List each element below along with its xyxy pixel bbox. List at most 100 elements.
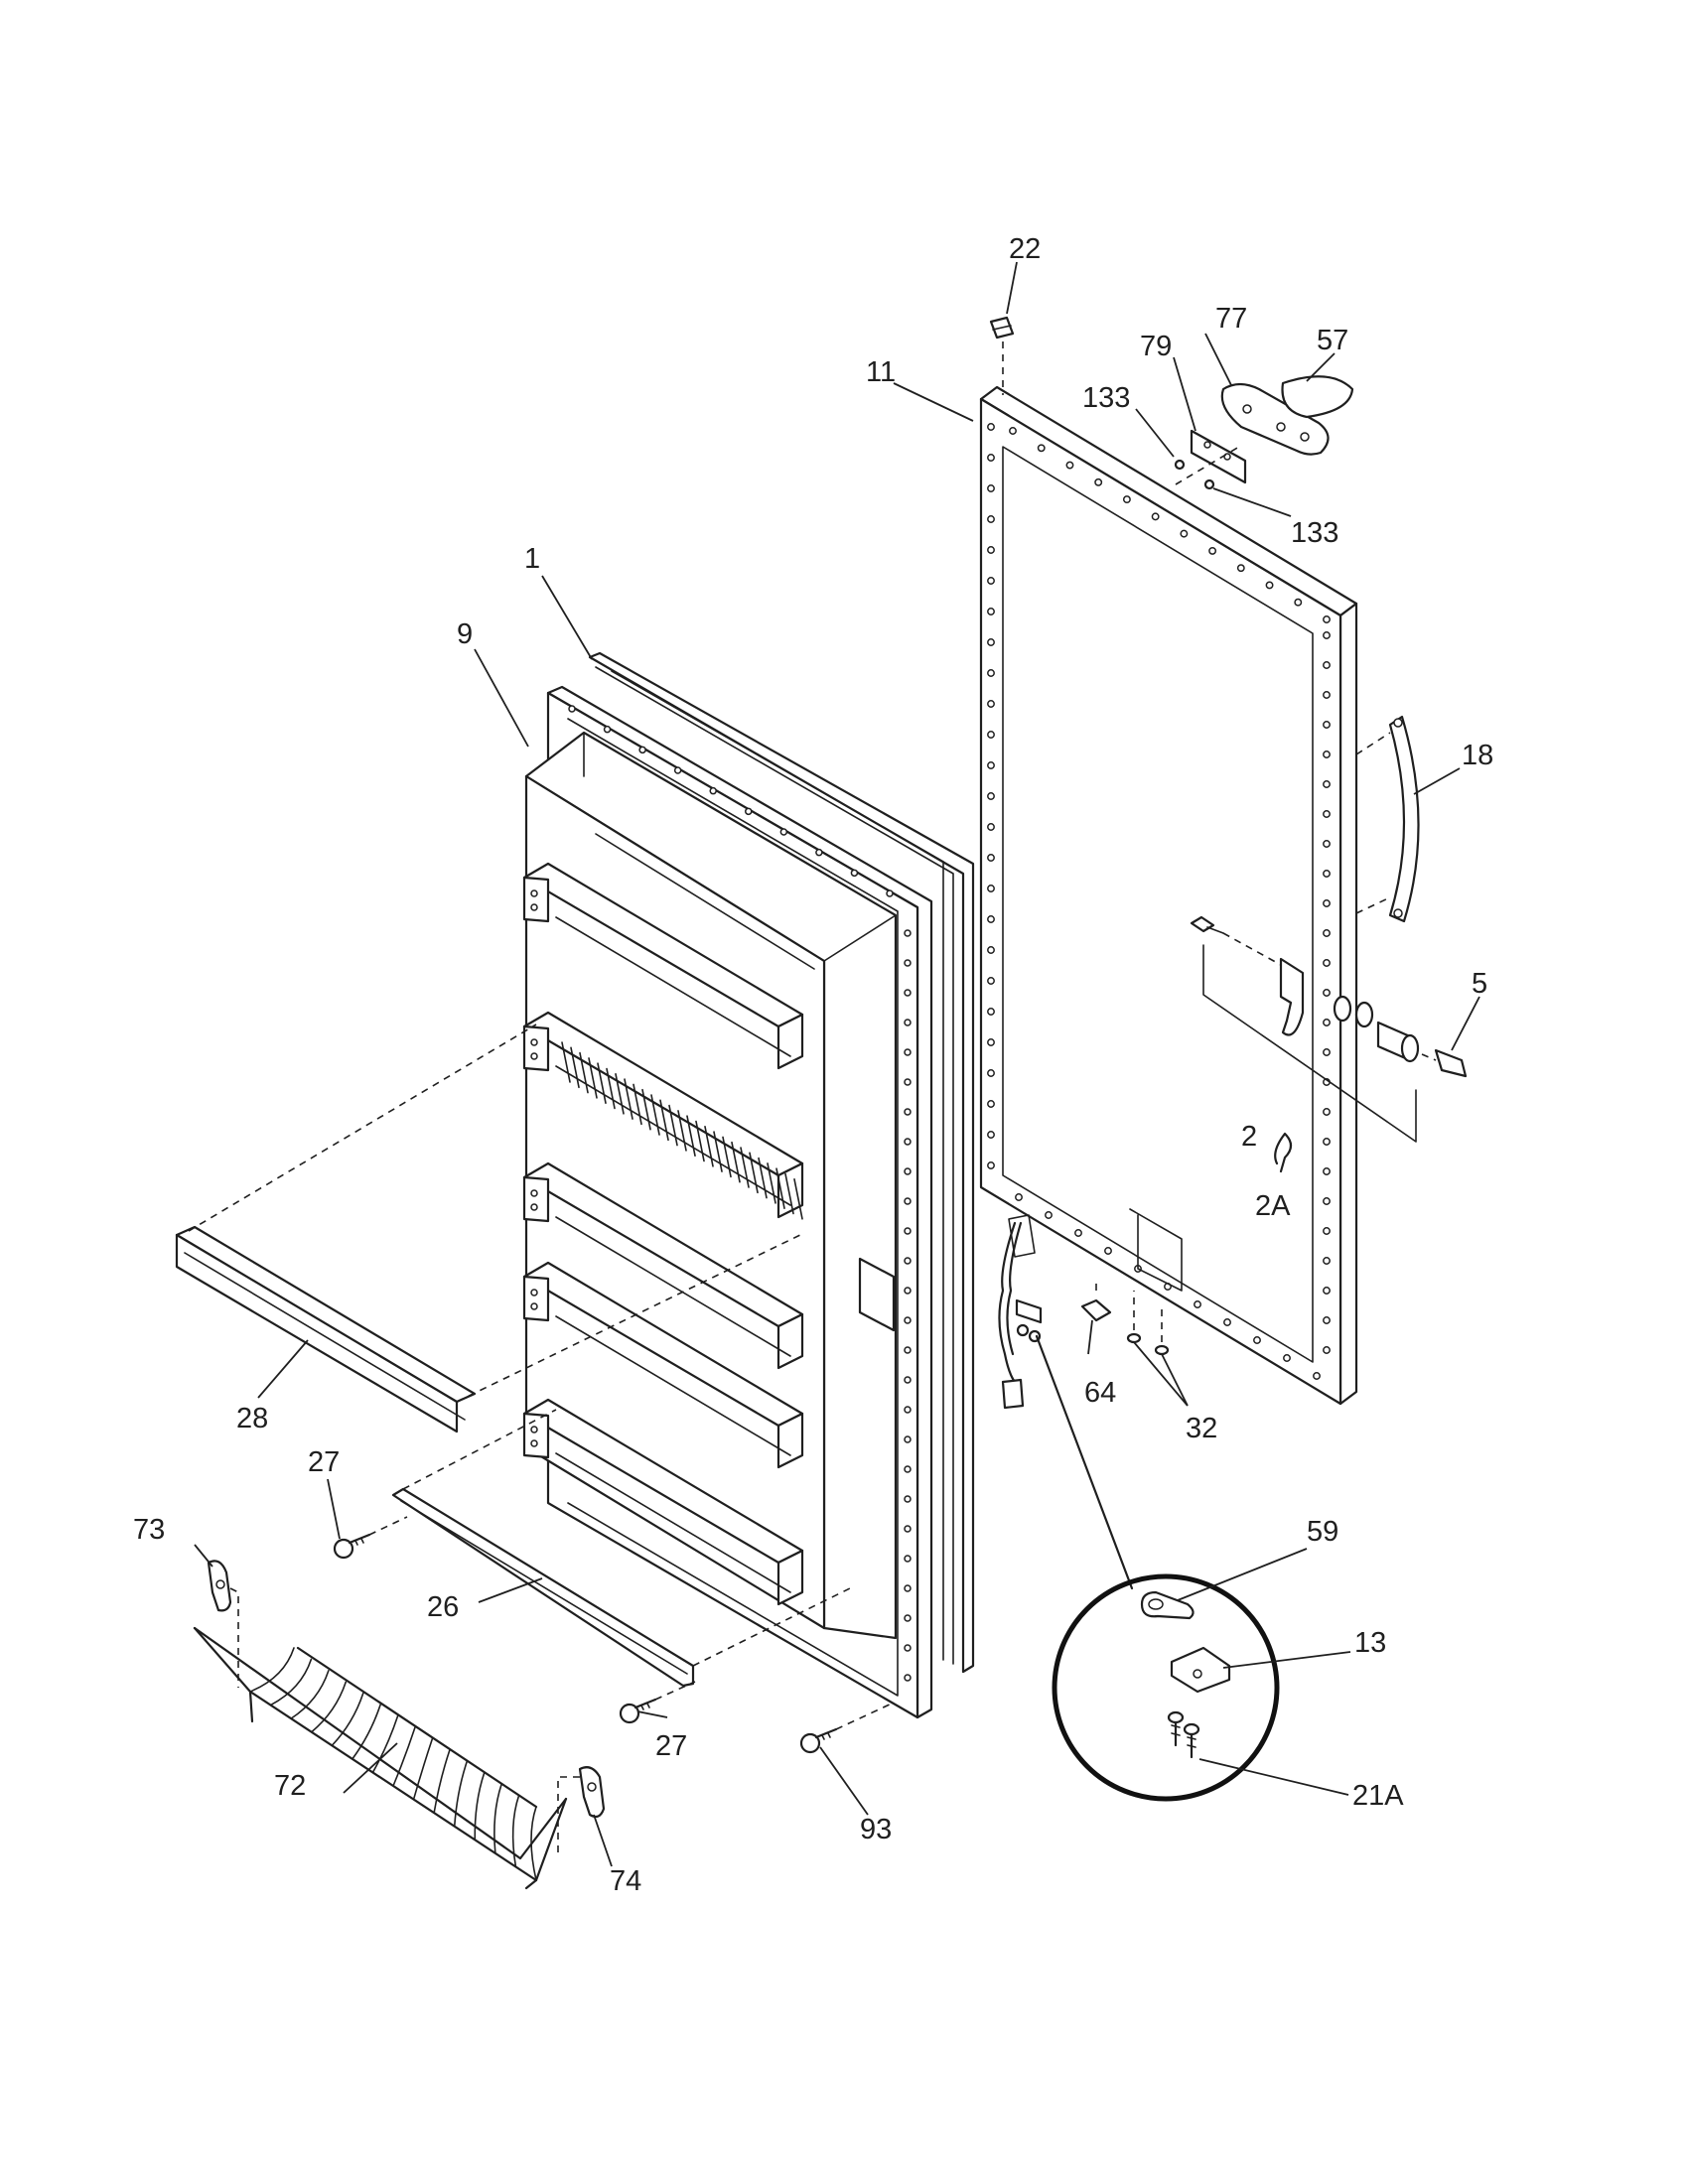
liner-hole <box>850 869 859 878</box>
liner-hole <box>603 725 612 734</box>
rack-wire <box>713 1131 723 1172</box>
panel-hole <box>1283 1354 1291 1362</box>
callout-13: 13 <box>1354 1627 1386 1659</box>
callout-26: 26 <box>427 1591 459 1623</box>
panel-hole <box>987 1008 995 1016</box>
panel-hole <box>1323 721 1331 729</box>
panel-hole <box>1323 1227 1331 1235</box>
liner-hole <box>886 889 894 897</box>
panel-hole <box>1323 631 1331 639</box>
panel-hole <box>1294 598 1303 607</box>
panel-hole <box>1323 615 1331 623</box>
panel-hole <box>1313 1372 1321 1380</box>
panel-hole <box>1009 427 1017 435</box>
callout-5: 5 <box>1472 968 1487 1000</box>
rack-wire <box>650 1094 660 1136</box>
callout-27-right: 27 <box>655 1730 687 1762</box>
liner-hole <box>904 1465 912 1473</box>
callout-22: 22 <box>1009 233 1041 265</box>
panel-hole <box>1323 1019 1331 1026</box>
shelf-rail <box>175 1024 805 1433</box>
panel-hole <box>987 761 995 769</box>
rack-wire <box>767 1162 776 1204</box>
rack-wire <box>659 1099 669 1142</box>
shelf-peg <box>530 1439 538 1447</box>
shelf-peg <box>530 1189 538 1197</box>
liner-hole <box>904 1525 912 1533</box>
rack-wire <box>704 1126 714 1167</box>
callout-133-upper: 133 <box>1082 382 1130 414</box>
liner-hole <box>904 1197 912 1205</box>
callout-57: 57 <box>1317 325 1348 356</box>
shelf-end <box>522 1275 550 1322</box>
basket-wire <box>371 1714 399 1774</box>
shelf-end <box>776 1013 804 1070</box>
liner-hole <box>904 1346 912 1354</box>
rack-wire <box>749 1152 759 1194</box>
shelf-peg <box>530 1426 538 1433</box>
liner-hole <box>904 1227 912 1235</box>
callout-2: 2 <box>1241 1121 1257 1153</box>
shelf-end <box>522 1024 550 1072</box>
panel-hole <box>987 700 995 708</box>
callout-labels: 22 77 57 79 133 11 133 1 9 18 5 2 2A 64 … <box>133 233 1493 1897</box>
liner-hole <box>709 786 717 795</box>
panel-hole <box>987 546 995 554</box>
panel-hole <box>1323 989 1331 997</box>
shelf-peg <box>530 1289 538 1297</box>
shelf-peg <box>530 1038 538 1046</box>
rack-wire <box>606 1067 616 1110</box>
shelf-end <box>776 1312 804 1370</box>
panel-hole <box>987 423 995 431</box>
shelf-peg <box>530 889 538 897</box>
panel-hole <box>987 792 995 800</box>
shelf-end <box>776 1412 804 1469</box>
callout-28: 28 <box>236 1403 268 1434</box>
shelf-lip <box>555 1315 791 1456</box>
basket-wire <box>331 1692 364 1747</box>
panel-hole <box>1253 1336 1261 1344</box>
panel-hole <box>1323 1138 1331 1146</box>
panel-hole <box>1094 478 1103 486</box>
rack-wire <box>731 1141 741 1183</box>
liner-hole <box>904 1674 912 1682</box>
shelf-end <box>522 1412 550 1459</box>
rack-wire <box>793 1178 803 1220</box>
liner-screw-holes <box>568 705 912 1682</box>
panel-hole <box>1223 1318 1231 1326</box>
panel-hole <box>1323 751 1331 758</box>
liner-hole <box>904 1376 912 1384</box>
panel-hole <box>1323 840 1331 848</box>
liner-hole <box>673 766 682 774</box>
panel-hole <box>987 484 995 492</box>
callout-93: 93 <box>860 1814 892 1845</box>
basket-wire <box>290 1670 330 1719</box>
rack-wire <box>570 1046 580 1089</box>
liner-hole <box>904 1287 912 1295</box>
rack-wire <box>597 1062 607 1104</box>
panel-hole <box>1151 512 1160 521</box>
panel-hole <box>1065 461 1074 470</box>
panel-hole <box>1323 691 1331 699</box>
panel-hole <box>1104 1247 1112 1255</box>
rack-wire <box>588 1057 598 1099</box>
callout-133-lower: 133 <box>1291 517 1338 549</box>
panel-hole <box>987 823 995 831</box>
basket-bracket-74 <box>557 1766 606 1852</box>
liner-hole <box>904 1584 912 1592</box>
liner-hole <box>904 1167 912 1175</box>
basket-wire <box>511 1794 520 1868</box>
panel-hole <box>1323 780 1331 788</box>
door-shelves <box>522 862 804 1606</box>
liner-hole <box>904 929 912 937</box>
basket-wire <box>453 1760 469 1828</box>
basket-wire <box>392 1726 416 1787</box>
panel-hole <box>987 638 995 646</box>
shelf-end <box>522 1175 550 1223</box>
liner-hole <box>904 1078 912 1086</box>
rack-wire <box>561 1041 571 1083</box>
panel-hole <box>1323 899 1331 907</box>
panel-hole <box>1180 529 1189 538</box>
panel-hole <box>1074 1229 1082 1237</box>
shelf-peg <box>530 1203 538 1211</box>
